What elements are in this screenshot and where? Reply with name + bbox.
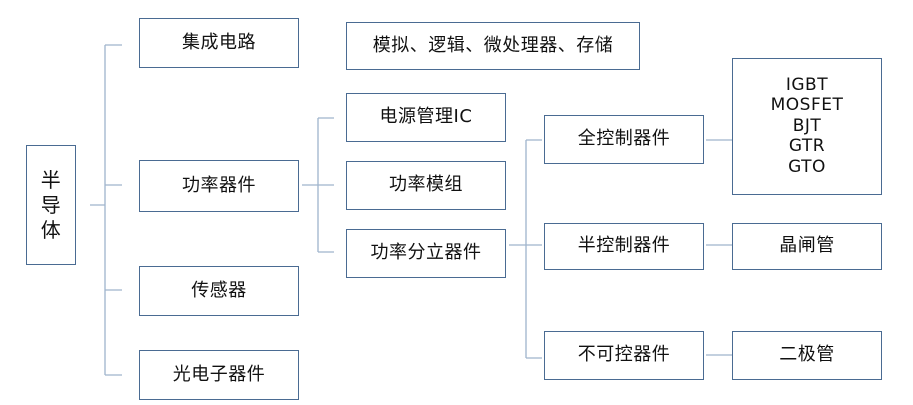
mosfet-label: MOSFET: [770, 95, 844, 116]
fully-controlled-types-node: IGBT MOSFET BJT GTR GTO: [732, 58, 882, 195]
semiconductor-char-2: 导: [40, 192, 62, 217]
bjt-label: BJT: [792, 115, 822, 136]
integrated-circuit-label: 集成电路: [182, 31, 256, 53]
ic-types-node: 模拟、逻辑、微处理器、存储: [346, 22, 640, 70]
integrated-circuit-node: 集成电路: [139, 18, 299, 68]
power-device-label: 功率器件: [182, 174, 256, 196]
sensor-node: 传感器: [139, 266, 299, 316]
semi-controlled-device-node: 半控制器件: [544, 223, 704, 270]
uncontrolled-device-node: 不可控器件: [544, 331, 704, 380]
root-bracket-connector: [90, 44, 122, 376]
power-discrete-device-node: 功率分立器件: [346, 229, 506, 278]
power-management-ic-label: 电源管理IC: [379, 106, 473, 128]
power-device-node: 功率器件: [139, 160, 299, 212]
fully-controlled-device-node: 全控制器件: [544, 115, 704, 164]
discrete-device-connector: [509, 139, 542, 359]
semi-controlled-device-label: 半控制器件: [577, 235, 671, 257]
power-device-connector: [302, 117, 334, 253]
fully-controlled-device-label: 全控制器件: [577, 128, 671, 150]
optoelectronic-device-node: 光电子器件: [139, 350, 299, 400]
sensor-label: 传感器: [191, 279, 247, 301]
power-discrete-device-label: 功率分立器件: [370, 242, 482, 264]
ic-types-label: 模拟、逻辑、微处理器、存储: [372, 34, 614, 56]
semiconductor-char-3: 体: [40, 217, 62, 242]
uncontrolled-device-label: 不可控器件: [577, 344, 671, 366]
gto-label: GTO: [788, 156, 826, 177]
optoelectronic-device-label: 光电子器件: [172, 363, 266, 385]
igbt-label: IGBT: [785, 74, 829, 95]
semiconductor-char-1: 半: [40, 167, 62, 192]
power-module-node: 功率模组: [346, 161, 506, 210]
semiconductor-node: 半 导 体: [26, 145, 76, 265]
power-management-ic-node: 电源管理IC: [346, 93, 506, 142]
gtr-label: GTR: [788, 136, 826, 157]
diode-node: 二极管: [732, 331, 882, 380]
thyristor-label: 晶闸管: [779, 235, 835, 257]
diode-label: 二极管: [779, 344, 835, 366]
power-module-label: 功率模组: [389, 174, 463, 196]
thyristor-node: 晶闸管: [732, 223, 882, 270]
